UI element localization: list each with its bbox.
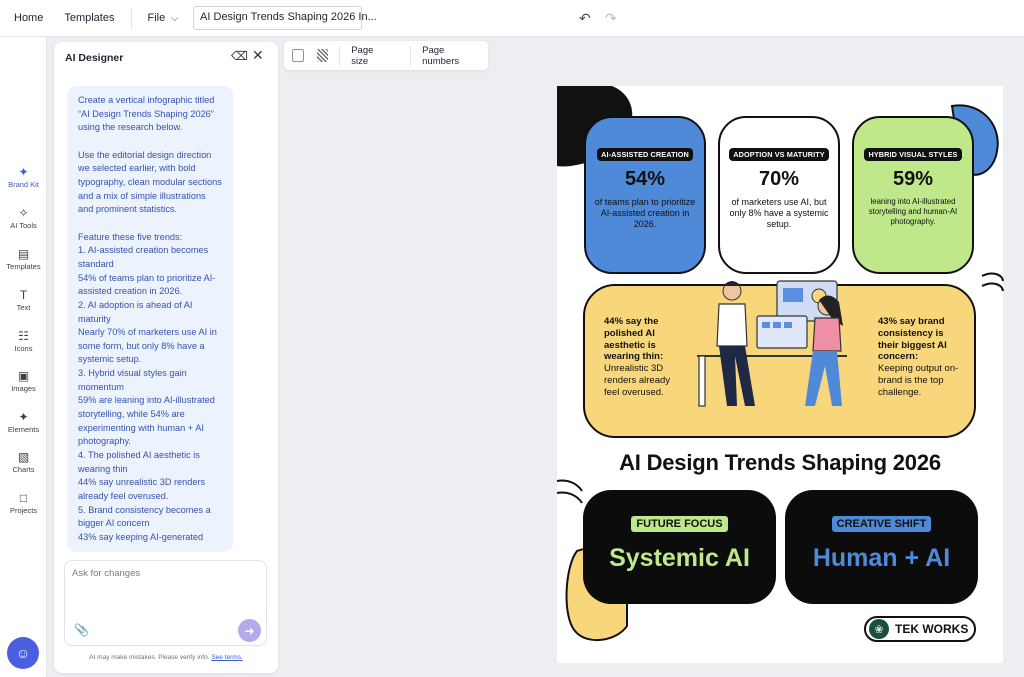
- future-focus-card[interactable]: FUTURE FOCUS Systemic AI: [583, 490, 776, 604]
- rail-label: Charts: [12, 465, 35, 474]
- rail-charts[interactable]: ▧ Charts: [0, 450, 47, 474]
- divider: [339, 45, 341, 66]
- right-insight-bold: 43% say brand consistency is their bigge…: [878, 316, 947, 363]
- rail-label: Projects: [9, 506, 38, 515]
- file-menu[interactable]: File ⌵: [140, 12, 185, 24]
- rail-templates[interactable]: ▤ Templates: [0, 247, 47, 271]
- left-insight-text: Unrealistic 3D renders already feel over…: [604, 363, 671, 398]
- brand-name: TEK WORKS: [895, 622, 969, 636]
- sparkle-icon: ✧: [18, 206, 29, 220]
- card-text: of marketers use AI, but only 8% have a …: [729, 197, 829, 229]
- see-terms-link[interactable]: See terms.: [211, 654, 243, 661]
- rail-label: Images: [11, 384, 36, 393]
- rail-images[interactable]: ▣ Images: [0, 369, 47, 393]
- creative-shift-tag: CREATIVE SHIFT: [831, 516, 932, 532]
- left-rail: ✦ Brand Kit ✧ AI Tools ▤ Templates T Tex…: [0, 37, 47, 677]
- ai-designer-panel: AI Designer ⌫ ✕ Create a vertical infogr…: [54, 42, 278, 673]
- brand-badge[interactable]: ❀ TEK WORKS: [864, 616, 976, 642]
- rail-elements[interactable]: ✦ Elements: [0, 410, 47, 434]
- templates-icon: ▤: [17, 247, 30, 261]
- redo-icon[interactable]: ↷: [605, 10, 617, 26]
- chevron-down-icon: ⌵: [171, 12, 179, 23]
- card-text: leaning into AI-illustrated storytelling…: [868, 197, 958, 226]
- page-size-button[interactable]: Page size: [351, 44, 374, 67]
- divider: [131, 8, 133, 28]
- right-insight: 43% say brand consistency is their bigge…: [878, 316, 966, 399]
- bar-chart-icon: ▧: [17, 450, 30, 464]
- rail-label: Brand Kit: [8, 180, 39, 189]
- rail-text[interactable]: T Text: [0, 288, 47, 312]
- close-icon[interactable]: ✕: [252, 47, 264, 63]
- folder-icon: □: [19, 491, 28, 505]
- text-icon: T: [19, 288, 28, 302]
- rail-icons[interactable]: ☷ Icons: [0, 329, 47, 353]
- eraser-icon[interactable]: ⌫: [231, 49, 248, 63]
- disclaimer-text: AI may make mistakes. Please verify info…: [89, 654, 210, 661]
- left-insight-bold: 44% say the polished AI aesthetic is wea…: [604, 316, 664, 363]
- stat-card-hybrid-visual[interactable]: HYBRID VISUAL STYLES 59% leaning into AI…: [852, 116, 974, 274]
- elements-icon: ✦: [18, 410, 29, 424]
- infographic-page[interactable]: AI-ASSISTED CREATION 54% of teams plan t…: [556, 86, 1004, 663]
- stat-card-ai-assisted[interactable]: AI-ASSISTED CREATION 54% of teams plan t…: [584, 116, 706, 274]
- chat-message-bubble: Create a vertical infographic titled “AI…: [67, 86, 233, 552]
- left-insight: 44% say the polished AI aesthetic is wea…: [604, 316, 684, 399]
- insight-panel[interactable]: 44% say the polished AI aesthetic is wea…: [583, 280, 976, 438]
- ask-for-changes-input[interactable]: [72, 568, 260, 608]
- magic-wand-icon: ✦: [18, 165, 29, 179]
- pattern-icon[interactable]: [316, 49, 329, 62]
- card-tag: ADOPTION VS MATURITY: [729, 148, 829, 161]
- creative-shift-card[interactable]: CREATIVE SHIFT Human + AI: [785, 490, 978, 604]
- rail-projects[interactable]: □ Projects: [0, 491, 47, 515]
- stat-card-adoption[interactable]: ADOPTION VS MATURITY 70% of marketers us…: [718, 116, 840, 274]
- file-menu-label: File: [147, 12, 166, 24]
- disclaimer: AI may make mistakes. Please verify info…: [54, 654, 278, 661]
- top-bar: Home Templates File ⌵ AI Design Trends S…: [0, 0, 1024, 37]
- rail-label: AI Tools: [10, 221, 37, 230]
- card-tag: HYBRID VISUAL STYLES: [864, 148, 962, 161]
- future-focus-text: Systemic AI: [609, 544, 750, 572]
- paperclip-icon[interactable]: 📎: [74, 623, 89, 637]
- icons-grid-icon: ☷: [18, 329, 29, 343]
- card-stat: 59%: [892, 168, 934, 190]
- canvas-toolbar: Page size Page numbers: [284, 41, 488, 70]
- card-text: of teams plan to prioritize AI-assisted …: [594, 197, 696, 229]
- document-title-field[interactable]: AI Design Trends Shaping 2026 In...: [193, 6, 377, 30]
- chat-message-text: Create a vertical infographic titled “AI…: [78, 95, 222, 542]
- rail-label: Elements: [7, 425, 40, 434]
- undo-icon[interactable]: ↶: [579, 10, 591, 26]
- rail-label: Icons: [14, 344, 33, 353]
- rail-ai-tools[interactable]: ✧ AI Tools: [0, 206, 47, 230]
- chat-input-box: 📎 ➜: [64, 560, 267, 646]
- right-insight-text: Keeping output on-brand is the top chall…: [878, 363, 959, 398]
- page-numbers-button[interactable]: Page numbers: [422, 44, 460, 67]
- panel-title: AI Designer: [65, 52, 124, 64]
- nav-home[interactable]: Home: [14, 12, 44, 24]
- image-icon: ▣: [17, 369, 30, 383]
- rail-brand-kit[interactable]: ✦ Brand Kit: [0, 165, 47, 189]
- background-color-icon[interactable]: [292, 49, 304, 62]
- nav-templates[interactable]: Templates: [64, 12, 115, 24]
- future-focus-tag: FUTURE FOCUS: [631, 516, 728, 532]
- infographic-headline[interactable]: AI Design Trends Shaping 2026: [619, 450, 941, 475]
- assistant-bot-icon[interactable]: ☺: [7, 637, 39, 669]
- brand-logo-icon: ❀: [869, 619, 889, 639]
- people-illustration: [697, 280, 847, 407]
- card-tag: AI-ASSISTED CREATION: [597, 148, 693, 161]
- card-stat: 70%: [758, 168, 800, 190]
- divider: [410, 45, 412, 66]
- send-button[interactable]: ➜: [238, 619, 261, 642]
- card-stat: 54%: [624, 168, 666, 190]
- rail-label: Templates: [6, 262, 41, 271]
- rail-label: Text: [16, 303, 31, 312]
- creative-shift-text: Human + AI: [812, 544, 951, 572]
